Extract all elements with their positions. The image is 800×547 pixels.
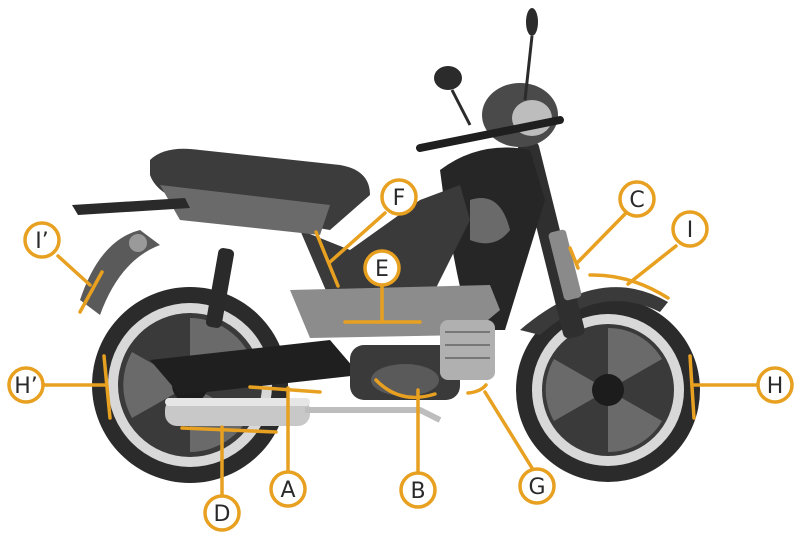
callout-mark-i2 [78,270,104,314]
callout-mark-g [466,383,488,395]
headlight-shape [416,8,564,152]
callout-e: E [363,249,401,287]
callout-d: D [203,494,241,532]
callout-a: A [269,470,307,508]
callout-label-f: F [393,186,406,211]
front-fender-shape [520,287,668,335]
callout-b: B [399,471,437,509]
callout-label-a: A [280,478,295,503]
callout-label-h: H [767,374,784,399]
callout-line-g [483,390,534,470]
callout-label-i: I [687,218,694,243]
callout-label-b: B [410,479,425,504]
callout-f: F [380,178,418,216]
callout-i: I [671,210,709,248]
callout-line-f [328,211,387,264]
callout-mark-d [180,426,278,434]
callout-mark-h2 [102,354,112,420]
callout-i2: I’ [23,221,61,259]
callout-mark-b [374,378,437,400]
callout-line-i2 [56,254,92,287]
callout-label-h2: H’ [14,374,38,399]
callout-mark-i [588,273,670,300]
callout-labels: A B C D E F G H [7,178,794,532]
moped-illustration [72,8,700,483]
callout-leaders [42,211,760,499]
exhaust-shape [165,398,442,426]
callout-mark-f [314,230,340,288]
frame-shape [300,185,470,300]
callout-mark-h [688,354,696,420]
callout-mark-a [248,385,322,394]
callout-label-g: G [528,475,545,500]
callout-h2: H’ [7,366,45,404]
callout-h: H [756,366,794,404]
callout-line-i [626,244,678,286]
rear-shock-shape [205,248,235,328]
callout-label-e: E [375,257,389,282]
callout-g: G [518,467,556,505]
callout-line-c [576,212,627,264]
callout-label-i2: I’ [35,229,48,254]
engine-shape [350,320,495,400]
callout-c: C [618,180,656,218]
swingarm-shape [150,340,360,395]
callout-mark-c [568,246,580,270]
callout-label-d: D [214,502,231,527]
rack-shape [72,198,190,215]
callout-label-c: C [629,188,644,213]
front-wheel [516,298,700,482]
